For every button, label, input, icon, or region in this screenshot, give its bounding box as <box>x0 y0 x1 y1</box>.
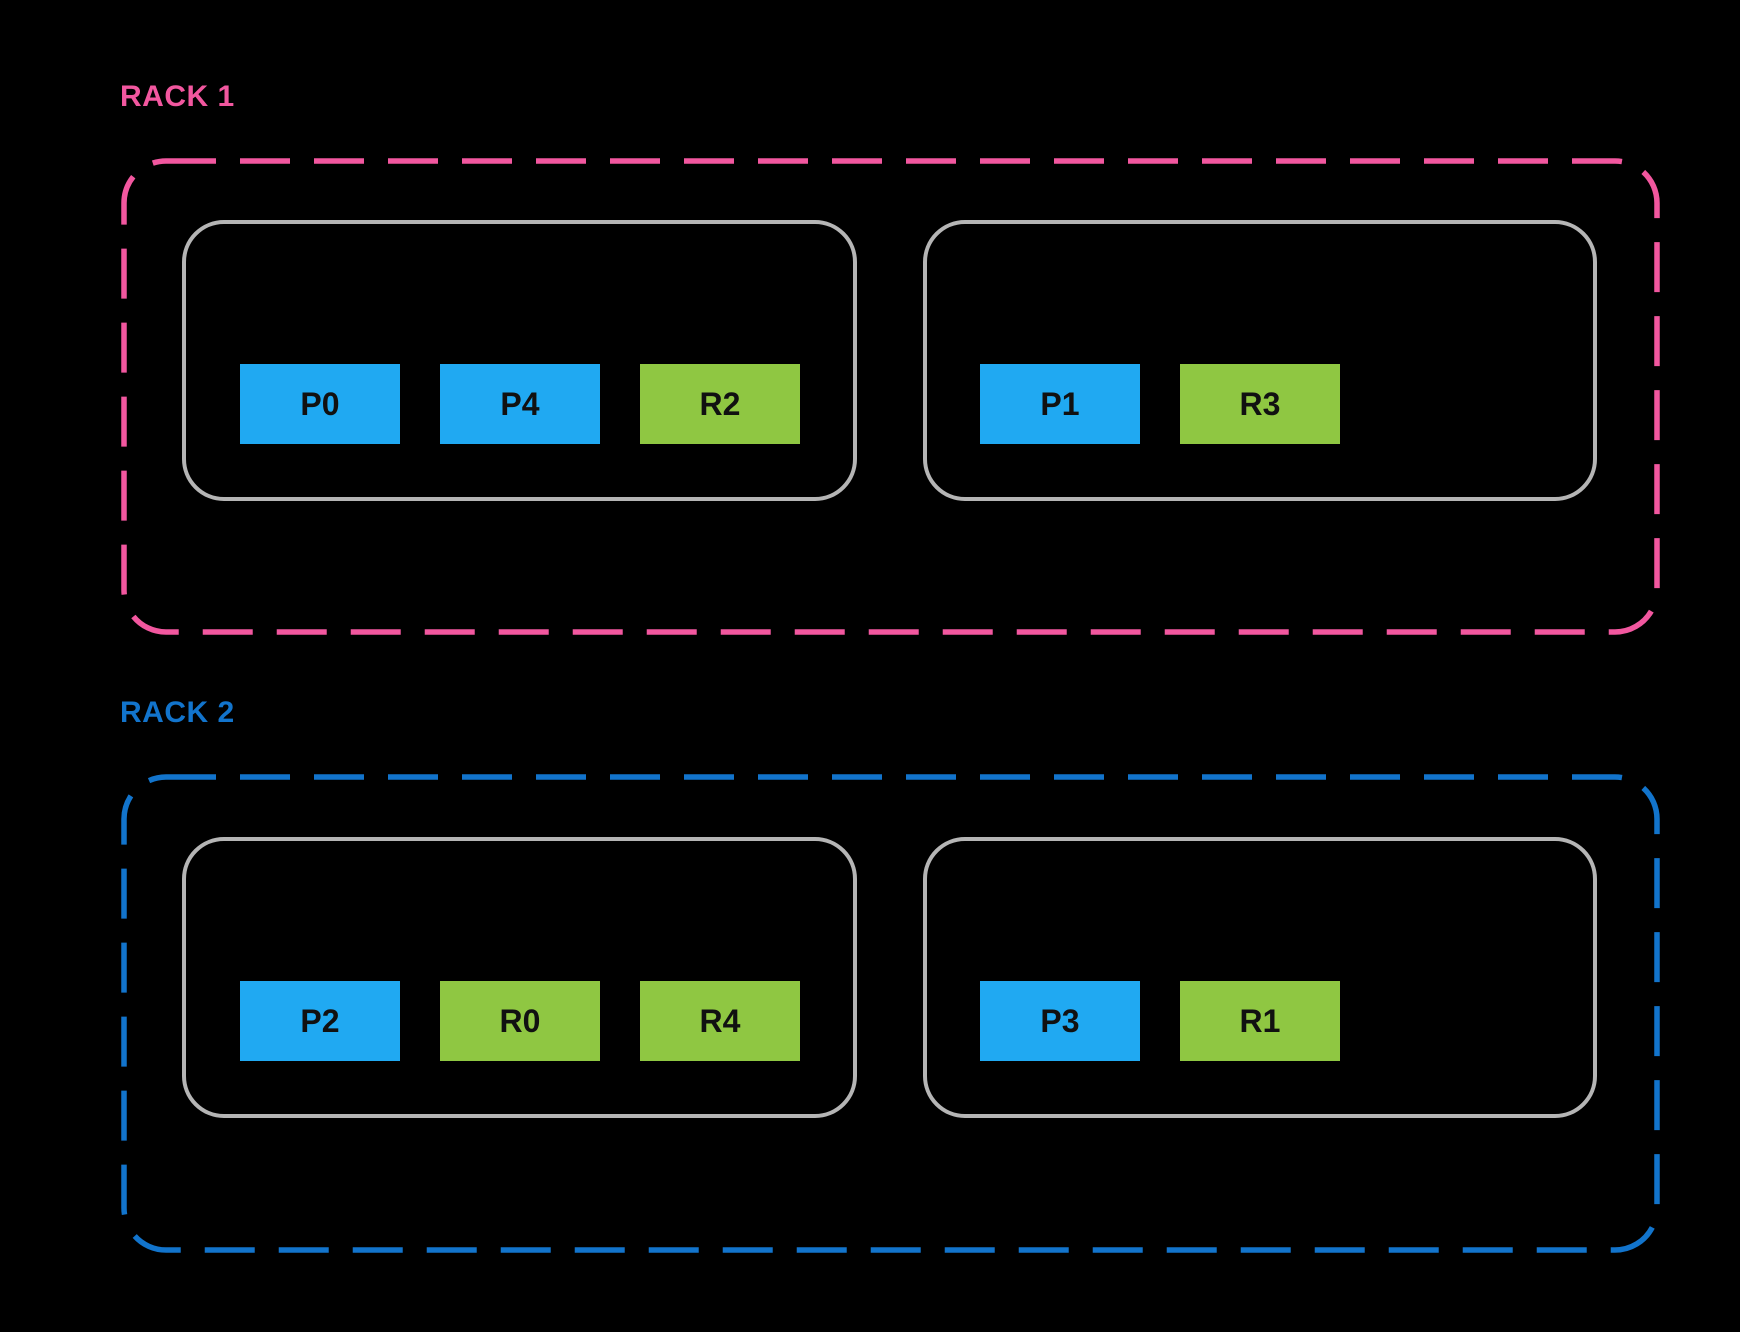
replica-block-r2: R2 <box>640 364 800 444</box>
rack1-host-2 <box>923 220 1597 501</box>
partition-block-p1: P1 <box>980 364 1140 444</box>
rack1-label: RACK 1 <box>120 80 235 113</box>
rack2-dashed-border <box>121 774 1660 1253</box>
replica-block-r3: R3 <box>1180 364 1340 444</box>
partition-block-p4: P4 <box>440 364 600 444</box>
partition-block-p3: P3 <box>980 981 1140 1061</box>
rack2-host-2 <box>923 837 1597 1118</box>
replica-block-r0: R0 <box>440 981 600 1061</box>
rack1-host-1 <box>182 220 857 501</box>
rack1-dashed-border <box>121 158 1660 635</box>
rack2-label: RACK 2 <box>120 696 235 729</box>
rack2-host-1 <box>182 837 857 1118</box>
replica-block-r1: R1 <box>1180 981 1340 1061</box>
rack2-boundary <box>121 774 1660 1253</box>
partition-block-p0: P0 <box>240 364 400 444</box>
replica-block-r4: R4 <box>640 981 800 1061</box>
partition-block-p2: P2 <box>240 981 400 1061</box>
rack1-boundary <box>121 158 1660 635</box>
